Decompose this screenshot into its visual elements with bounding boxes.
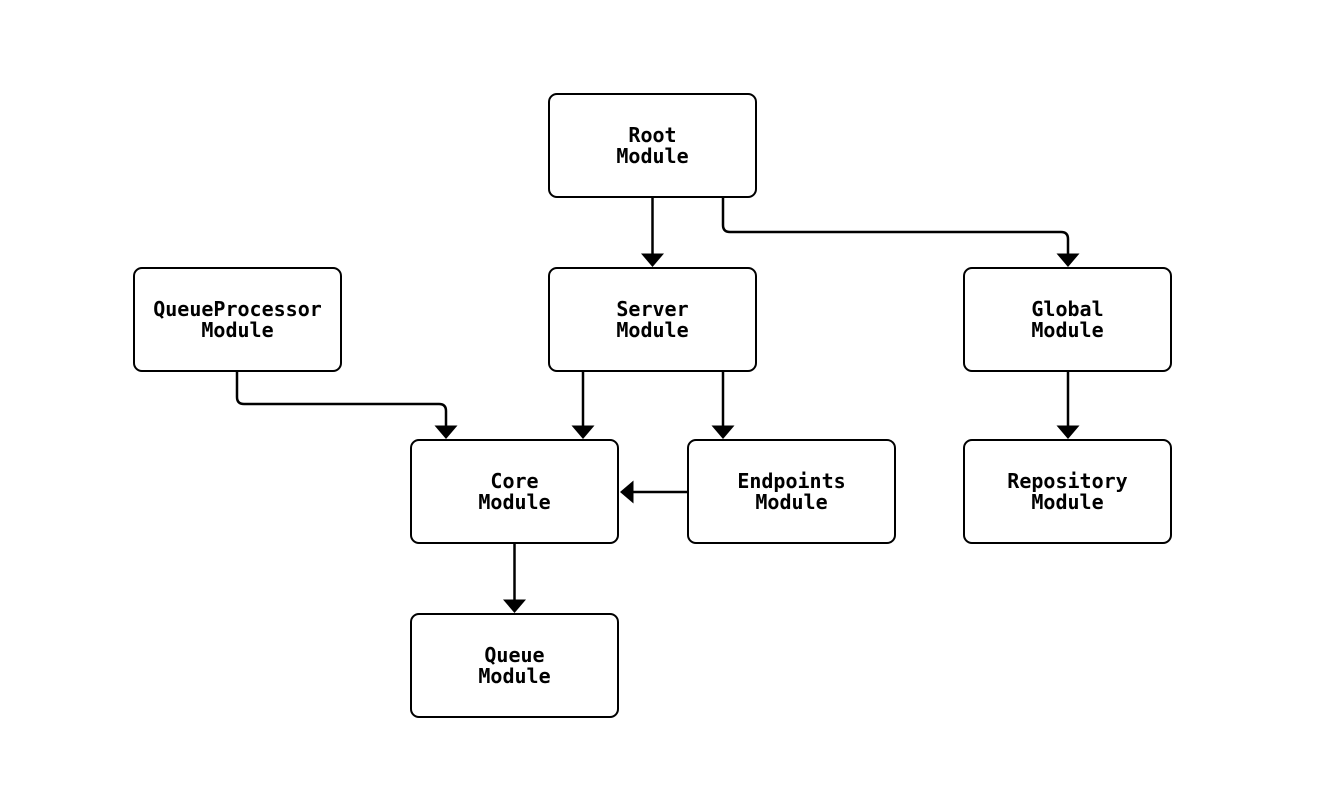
edge-server-to-core (571, 372, 595, 439)
node-queue-module: Queue Module (410, 613, 619, 718)
arrowhead-down-icon (641, 253, 664, 267)
node-queueprocessor-module: QueueProcessor Module (133, 267, 342, 372)
arrowhead-left-icon (620, 480, 634, 504)
arrowhead-down-icon (503, 599, 526, 613)
arrowhead-down-icon (1056, 425, 1080, 439)
edge-endpoints-to-core (620, 480, 687, 504)
node-server-module: Server Module (548, 267, 757, 372)
node-global-module: Global Module (963, 267, 1172, 372)
node-endpoints-module: Endpoints Module (687, 439, 896, 544)
edge-root-to-server (641, 198, 664, 267)
arrowhead-down-icon (571, 425, 595, 439)
edge-server-to-endpoints (711, 372, 735, 439)
node-repository-module: Repository Module (963, 439, 1172, 544)
arrowhead-down-icon (1056, 253, 1080, 267)
edge-core-to-queue (503, 544, 526, 613)
node-root-module: Root Module (548, 93, 757, 198)
edge-root-to-global (721, 198, 1080, 267)
arrowhead-down-icon (434, 425, 458, 439)
node-core-module: Core Module (410, 439, 619, 544)
edge-queueprocessor-to-core (235, 372, 458, 439)
edge-global-to-repository (1056, 372, 1080, 439)
arrowhead-down-icon (711, 425, 735, 439)
